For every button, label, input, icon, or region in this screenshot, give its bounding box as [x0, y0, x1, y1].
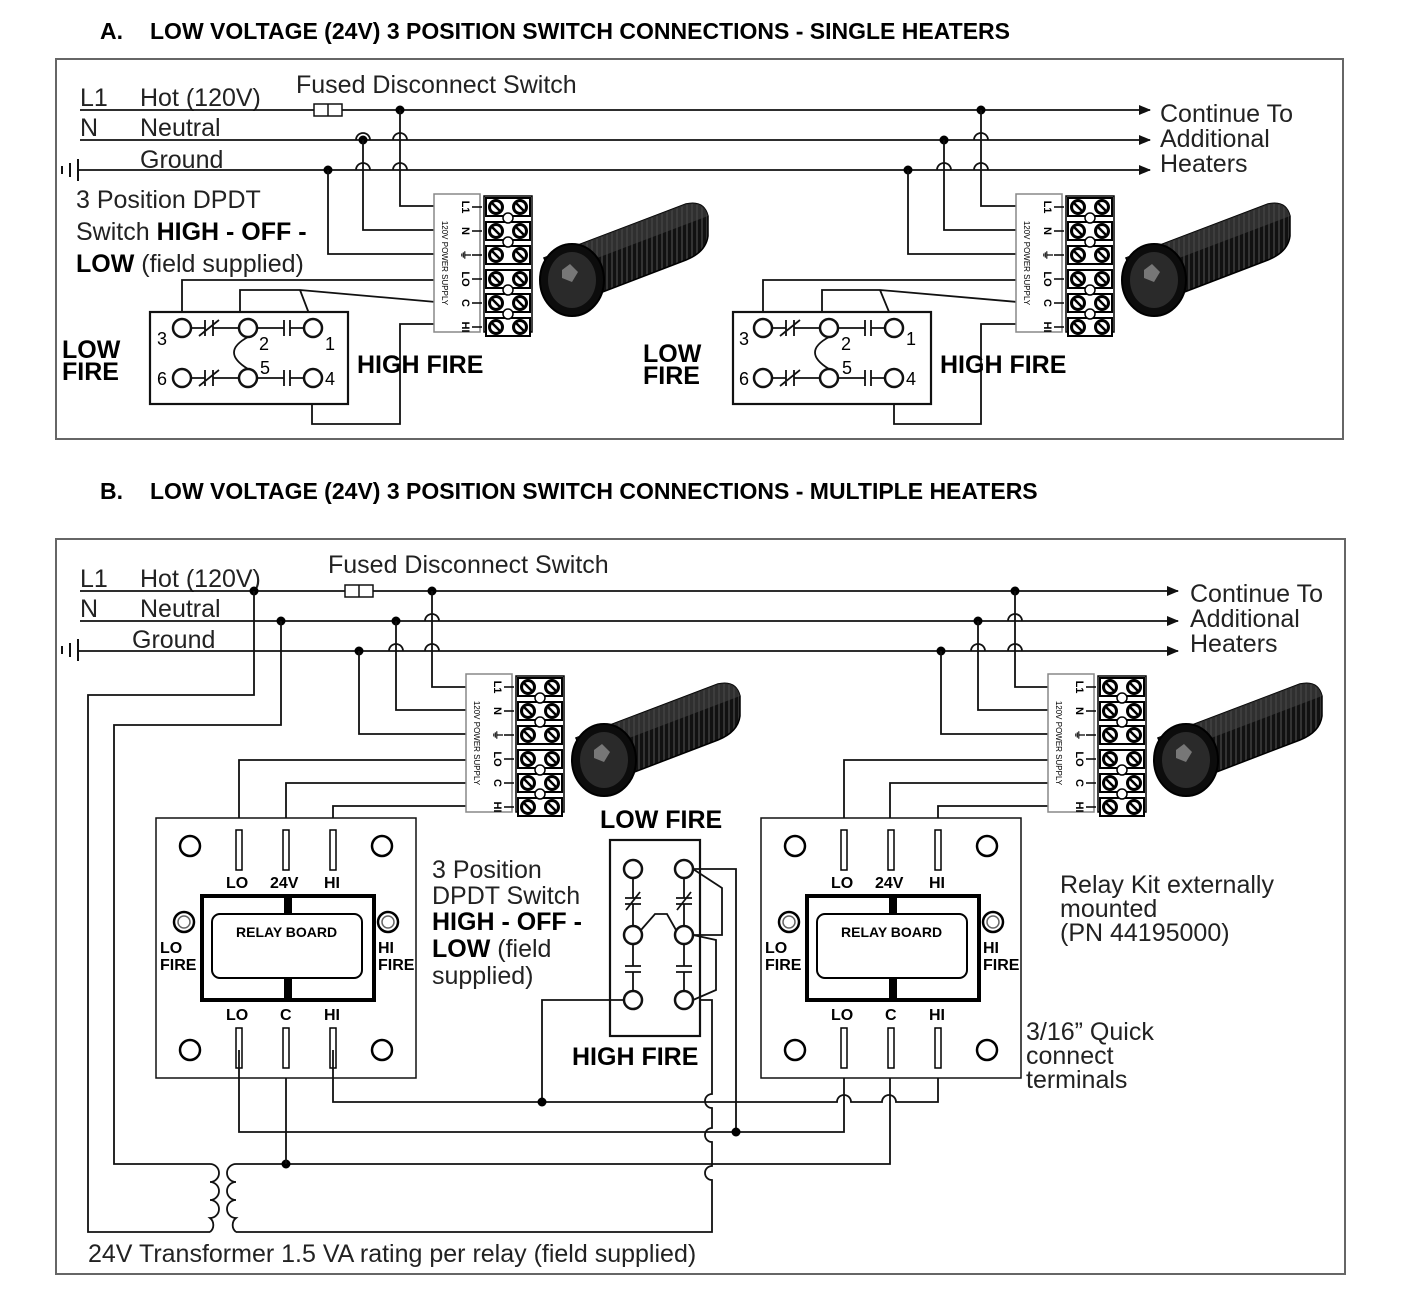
section-a-title: A. LOW VOLTAGE (24V) 3 POSITION SWITCH CO… [100, 18, 1010, 45]
section-b-title-text: LOW VOLTAGE (24V) 3 POSITION SWITCH CONN… [150, 478, 1038, 504]
section-b-letter: B. [100, 478, 123, 504]
section-a-letter: A. [100, 18, 123, 44]
section-a-panel [55, 58, 1344, 440]
section-b-title: B. LOW VOLTAGE (24V) 3 POSITION SWITCH CO… [100, 478, 1038, 505]
section-a-title-text: LOW VOLTAGE (24V) 3 POSITION SWITCH CONN… [150, 18, 1010, 44]
section-b-panel [55, 538, 1346, 1275]
